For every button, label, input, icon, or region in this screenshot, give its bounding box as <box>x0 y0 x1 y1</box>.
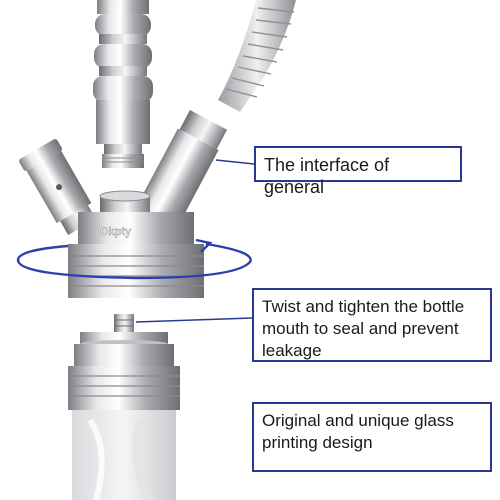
callout-pointers <box>135 159 255 323</box>
brand-logo: Okpty <box>100 226 132 238</box>
head-body: Okpty <box>68 190 204 298</box>
hose <box>218 0 296 112</box>
top-stem <box>93 0 153 168</box>
rotation-arrow-icon <box>16 238 252 280</box>
lower-fitting <box>68 314 180 410</box>
callout-interface-text: The interface of general <box>264 155 390 197</box>
callout-glass-design-text: Original and unique glass printing desig… <box>262 411 454 452</box>
callout-glass-design: Original and unique glass printing desig… <box>252 402 492 472</box>
callout-interface: The interface of general <box>254 146 462 197</box>
callout-twist-seal-text: Twist and tighten the bottle mouth to se… <box>262 297 465 360</box>
glass-base <box>72 410 176 500</box>
callout-twist-seal: Twist and tighten the bottle mouth to se… <box>252 288 492 362</box>
